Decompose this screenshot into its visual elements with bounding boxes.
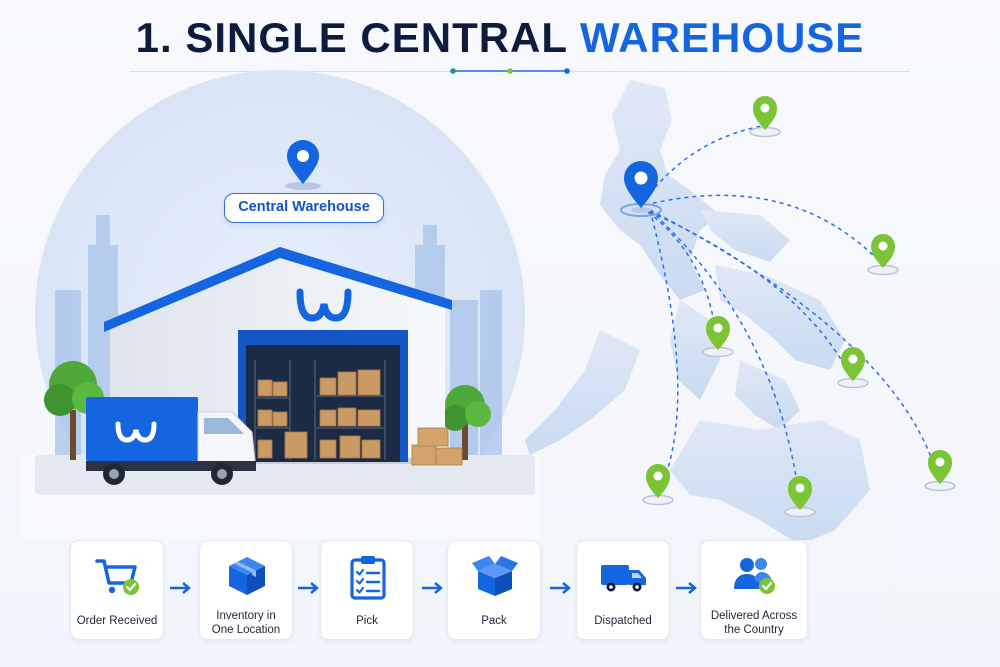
open-box-icon — [472, 556, 518, 596]
arrow-right-icon — [422, 582, 443, 594]
destination-pin-icon — [642, 464, 674, 506]
delivery-truck-icon — [601, 565, 646, 592]
step-label: Pack — [481, 615, 507, 627]
clipboard-checklist-icon — [350, 556, 386, 600]
destination-pin-icon — [784, 476, 816, 518]
step-label: Order Received — [76, 615, 158, 627]
step-label: Dispatched — [594, 615, 652, 627]
delivery-truck — [86, 397, 257, 485]
destination-pin-icon — [924, 450, 956, 492]
destination-pin-icon — [867, 234, 899, 276]
destination-pins — [642, 96, 956, 518]
step-delivered-across-country: Delivered Across the Country — [700, 540, 808, 640]
page-title: 1. SINGLE CENTRAL WAREHOUSE — [0, 14, 1000, 62]
step-dispatched: Dispatched — [576, 540, 670, 640]
company-logo-icon — [296, 288, 352, 322]
step-inventory-one-location: Inventory in One Location — [199, 540, 293, 640]
arrow-right-icon — [676, 582, 697, 594]
step-label: Pick — [356, 615, 378, 627]
step-label-line-1: Inventory in — [216, 610, 276, 622]
central-warehouse-label: Central Warehouse — [224, 193, 384, 223]
arrow-right-icon — [298, 582, 319, 594]
step-label-line-2: One Location — [211, 624, 281, 636]
step-pick: Pick — [320, 540, 414, 640]
step-label-line-1: Delivered Across — [710, 610, 798, 622]
country-map — [525, 80, 870, 540]
step-order-received: Order Received — [70, 540, 164, 640]
destination-pin-icon — [749, 96, 781, 138]
tree-right — [442, 385, 491, 460]
arrow-right-icon — [550, 582, 571, 594]
title-prefix: 1. SINGLE CENTRAL — [135, 14, 580, 61]
arrow-right-icon — [170, 582, 191, 594]
origin-location-pin — [620, 161, 662, 217]
divider-dots — [450, 68, 570, 74]
destination-pin-icon — [702, 316, 734, 358]
warehouse-location-pin — [285, 140, 321, 190]
destination-pin-icon — [837, 347, 869, 389]
step-label-line-2: the Country — [724, 624, 784, 636]
cart-check-icon — [95, 559, 139, 595]
box-icon — [229, 557, 265, 595]
title-highlight: WAREHOUSE — [579, 14, 865, 61]
customers-check-icon — [734, 558, 775, 594]
illustration-scene — [35, 70, 956, 540]
step-pack: Pack — [447, 540, 541, 640]
process-steps: Order Received Inventory in One Location… — [70, 540, 810, 640]
